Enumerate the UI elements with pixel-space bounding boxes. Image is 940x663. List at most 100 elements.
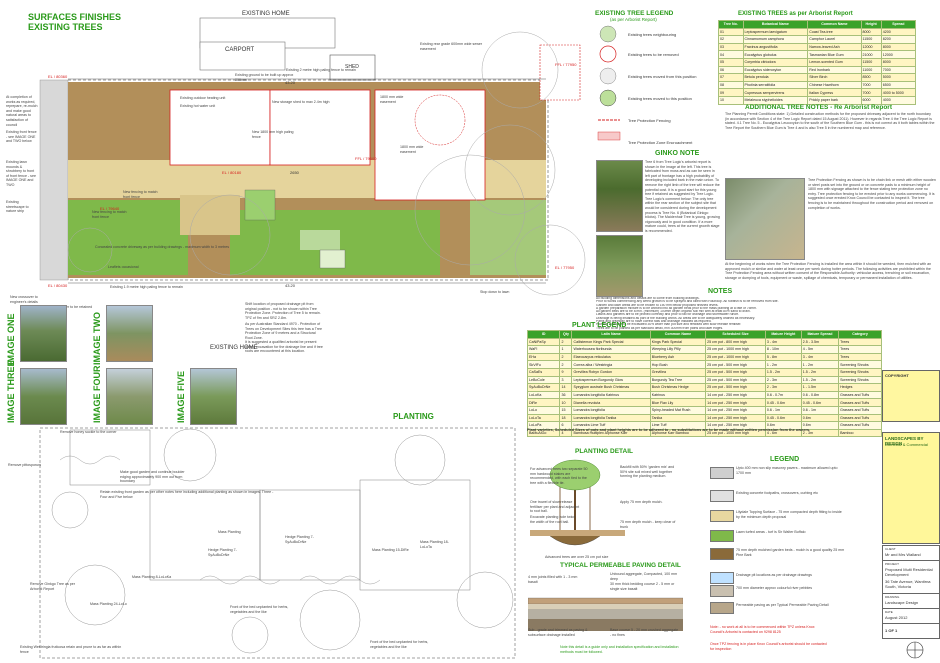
- carport-outline: [199, 41, 286, 71]
- tree-cell: 7000: [860, 80, 882, 90]
- copyright-label: COPYRIGHT: [885, 373, 909, 378]
- plant-canopy: [456, 571, 514, 629]
- front-lawn: [68, 200, 188, 275]
- paving-detail-note: Base course 5 - 20 mm crushed aggregate …: [610, 628, 679, 637]
- planting-plan: [39, 427, 516, 659]
- plant-cell: SkVfFu: [526, 360, 561, 369]
- plant-cell: 0.6 - 0.8m: [800, 390, 840, 400]
- notes-title: NOTES: [708, 288, 733, 295]
- plant-cell: CaSaEs: [526, 367, 561, 377]
- tree-cell: Narrow-leaved Ash: [807, 42, 862, 52]
- tree-cell: 4000: [880, 95, 917, 105]
- image-five-label: IMAGE FIVE: [176, 370, 186, 423]
- company-name: LANDSCAPES BY DESIGN: [885, 436, 924, 446]
- plant-cell: 14 cm pot - 250 mm high: [705, 390, 766, 400]
- plant-cell: Syzygium australe Bush Christmas: [571, 383, 651, 392]
- plant-cell: Screening Shrubs: [838, 367, 882, 377]
- additional-notes-text: The Planning Permit Conditions state: 1)…: [725, 112, 935, 130]
- plant-cell: LoLo: [526, 405, 561, 415]
- red-note: Once TPZ fencing is in place Knox Counci…: [710, 642, 827, 651]
- tree-cell: 21000: [860, 50, 882, 59]
- note: New storage shed to max 2.4m high: [272, 100, 330, 104]
- dimension-label: 2650: [290, 170, 299, 175]
- ffl-right-label: FFL / 77950: [555, 62, 577, 67]
- plant-cell: 2 - 3m: [800, 428, 840, 438]
- tree-cell: 06: [718, 65, 744, 75]
- plant-cell: Correa alba / Westringia: [571, 360, 651, 369]
- plant-cell: 2: [559, 337, 573, 347]
- plant-cell: 14 cm pot - 250 mm high: [705, 398, 766, 407]
- tree-cell: Lemon-scented Gum: [807, 57, 862, 67]
- note: New 1800 mm high paling fence: [252, 130, 294, 139]
- tree-legend-item: Existing trees neighbouring: [628, 32, 677, 37]
- el-left-label: EL / 79640: [100, 206, 120, 211]
- client-name: Mr and Mrs Walland: [885, 552, 921, 557]
- note: 1800 mm wide easement: [380, 95, 404, 104]
- planting-detail-note: Backfill with 50% 'garden mix' and 50% s…: [620, 465, 675, 479]
- paving-detail-note: Unbound aggregate, Compacted, 100 mm dee…: [610, 572, 678, 581]
- ginkgo-photo: [596, 160, 643, 232]
- plant-cell: Screening Shrubs: [838, 375, 882, 385]
- note: Existing streetscape to nature strip: [6, 200, 29, 214]
- plant-cell: 0.6 - 0.7m: [764, 390, 802, 400]
- plant-cell: Bush Christmas Hedge: [649, 383, 707, 392]
- plant-cell: 25 cm pot - 500 mm high: [705, 383, 766, 392]
- plant-cell: 0.6 - 1m: [764, 405, 802, 415]
- el-bottom-label: EL / 80430: [48, 283, 68, 288]
- legend-swatch-mulch: [710, 548, 734, 560]
- plant-cell: Trees: [838, 337, 882, 347]
- column-header: Scheduled Size: [705, 330, 766, 339]
- note: Concealed concrete driveway as per build…: [95, 245, 230, 249]
- tree-cell: Red Ironbark: [807, 65, 862, 75]
- date-box: DATE August 2012: [882, 608, 940, 624]
- note: Existing front fence - see IMAGE ONE and…: [6, 130, 37, 144]
- legend-item: Upto 400 mm non slip masonry pavers - ma…: [736, 466, 838, 475]
- plant-cell: Kings Park Special: [649, 337, 707, 347]
- company-sub: Domestic & Commercial: [885, 442, 928, 447]
- paving-detail-note: 30 mm thick bedding course 2 - 5 mm or s…: [610, 582, 675, 591]
- plant-cell: 1.5 - 2m: [800, 367, 840, 377]
- tpz-circle: [414, 94, 466, 146]
- drawing-label: DRAWING: [885, 595, 900, 599]
- plant-cell: 14: [559, 383, 573, 392]
- column-header: Common Name: [807, 20, 862, 29]
- plant-cell: LeBoCole: [526, 375, 561, 385]
- tree-canopy: [67, 227, 113, 273]
- ginkgo-note-text: Tree 6 from Tree Logic's arborist report…: [645, 160, 720, 233]
- plant-cell: Blue Flax Lily: [649, 398, 707, 407]
- plant-cell: Grasses and Tufts: [838, 413, 882, 423]
- plant-cell: 0.6m: [800, 413, 840, 423]
- planting-note: Retain existing front garden as per othe…: [100, 490, 274, 499]
- tree-cell: 12000: [880, 50, 917, 59]
- plant-canopy: [394, 434, 446, 486]
- legend-swatch-permeable: [710, 602, 734, 614]
- tree-cell: Eucalyptus globulus: [742, 50, 809, 59]
- planting-detail-title: PLANTING DETAIL: [575, 448, 634, 455]
- plant-cell: Weeping Lilly Pilly: [649, 345, 707, 354]
- plant-cell: SyAuBuDrNe: [526, 383, 561, 392]
- tree-cell: Camphor Laurel: [807, 35, 862, 44]
- tree-cell: 8000: [860, 27, 882, 37]
- plant-cell: Spiny-headed Mat Rush: [649, 405, 707, 415]
- plant-cell: EHa: [526, 352, 561, 362]
- notes-line: A garden preparation mixture is to be wo…: [596, 306, 757, 310]
- note: Existing 2 metre high paling fence to re…: [286, 68, 356, 72]
- note: Existing rear grade 600mm wide sewer eas…: [420, 42, 483, 51]
- dwelling-2: [269, 89, 371, 166]
- column-header: Category: [838, 330, 882, 339]
- planting-note: Remove Ginkgo Tree as per Arborist Repor…: [30, 582, 75, 591]
- note: As per Australian Standard 4970 - Protec…: [245, 322, 322, 340]
- note: 1800 mm wide easement: [400, 145, 424, 154]
- plant-cell: Grevillea Robyn Gordon: [571, 367, 651, 377]
- image-two-photo: [106, 305, 153, 362]
- plant-cell: 14 cm pot - 250 mm high: [705, 405, 766, 415]
- plant-cell: DiRe: [526, 398, 561, 407]
- tree-cell: Fraxinus angustifolia: [742, 42, 809, 52]
- north-arrow-icon: [906, 641, 924, 659]
- paving-detail-note: 4 mm joints filled with 1 - 3 mm basalt: [528, 575, 578, 584]
